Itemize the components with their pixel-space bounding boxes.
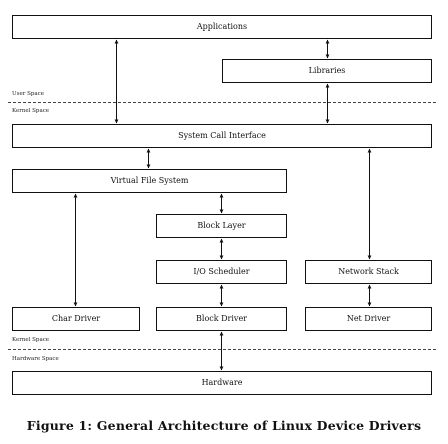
hardware-label: Hardware bbox=[201, 378, 243, 387]
net-driver-label: Net Driver bbox=[346, 314, 391, 323]
system-call-interface-box: System Call Interface bbox=[12, 124, 432, 148]
hardware-space-label: Hardware Space bbox=[12, 356, 59, 362]
system-call-interface-label: System Call Interface bbox=[178, 131, 266, 140]
kernel-space-label-top: Kernel Space bbox=[12, 108, 50, 114]
hardware-box: Hardware bbox=[12, 371, 432, 395]
libraries-box: Libraries bbox=[222, 59, 432, 83]
io-scheduler-box: I/O Scheduler bbox=[156, 260, 287, 284]
applications-box: Applications bbox=[12, 15, 432, 39]
network-stack-label: Network Stack bbox=[338, 267, 399, 276]
block-driver-label: Block Driver bbox=[196, 314, 247, 323]
network-stack-box: Network Stack bbox=[305, 260, 432, 284]
user-space-label: User Space bbox=[12, 91, 44, 97]
block-driver-box: Block Driver bbox=[156, 307, 287, 331]
figure-caption: Figure 1: General Architecture of Linux … bbox=[26, 418, 422, 433]
virtual-file-system-label: Virtual File System bbox=[110, 176, 189, 185]
char-driver-box: Char Driver bbox=[12, 307, 140, 331]
libraries-label: Libraries bbox=[308, 66, 346, 75]
user-kernel-separator bbox=[8, 102, 436, 103]
block-layer-box: Block Layer bbox=[156, 214, 287, 238]
block-layer-label: Block Layer bbox=[197, 221, 246, 230]
net-driver-box: Net Driver bbox=[305, 307, 432, 331]
virtual-file-system-box: Virtual File System bbox=[12, 169, 287, 193]
io-scheduler-label: I/O Scheduler bbox=[193, 267, 250, 276]
char-driver-label: Char Driver bbox=[51, 314, 101, 323]
kernel-space-label-bottom: Kernel Space bbox=[12, 337, 50, 343]
applications-label: Applications bbox=[196, 22, 248, 31]
